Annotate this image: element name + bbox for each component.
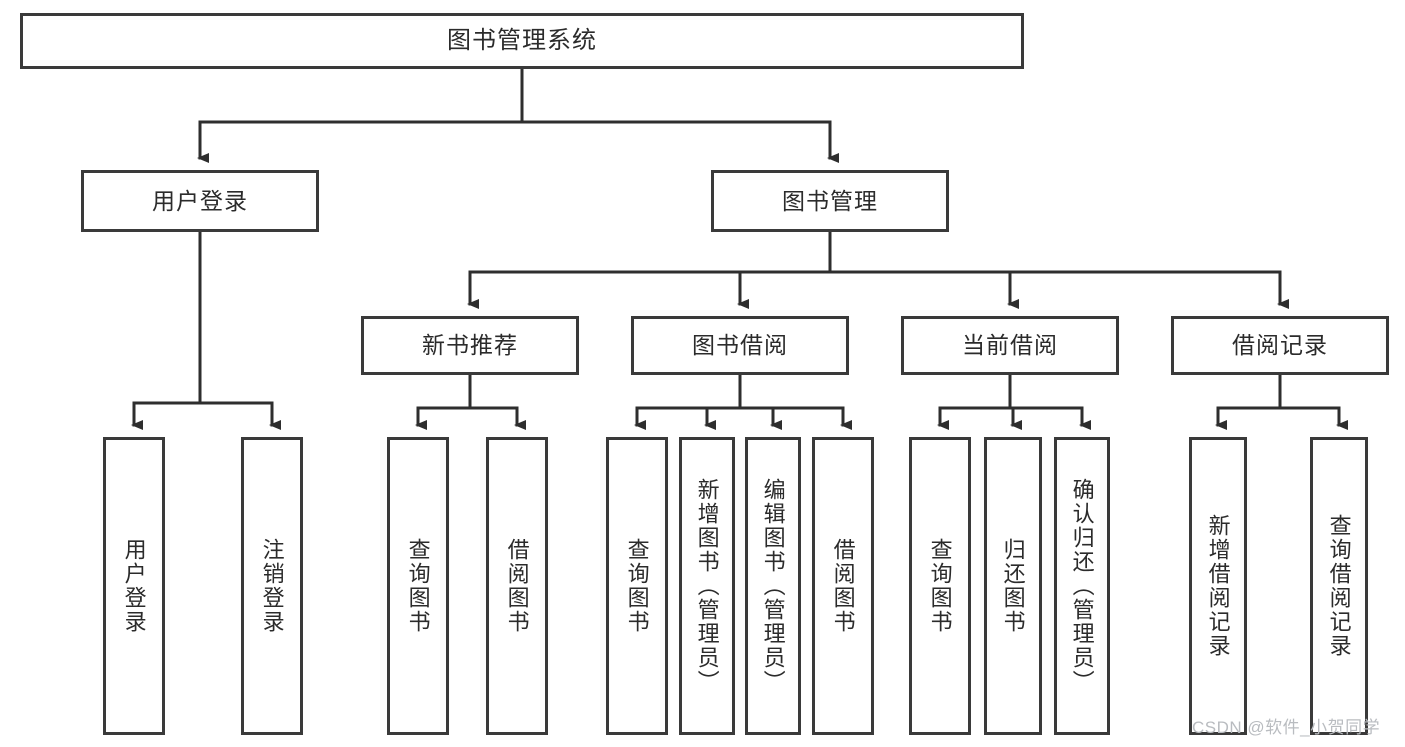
node-leaf-add-book-label: 新增图书（管理员）: [694, 478, 720, 694]
node-leaf-borrow-book-2[interactable]: 借阅图书: [812, 437, 874, 735]
node-user-login[interactable]: 用户登录: [81, 170, 319, 232]
node-leaf-add-record[interactable]: 新增借阅记录: [1189, 437, 1247, 735]
node-leaf-query-book-3[interactable]: 查询图书: [909, 437, 971, 735]
node-new-book-rec[interactable]: 新书推荐: [361, 316, 579, 375]
node-book-borrow-label: 图书借阅: [692, 332, 788, 359]
node-user-login-label: 用户登录: [152, 187, 248, 214]
node-leaf-query-record-label: 查询借阅记录: [1326, 514, 1352, 658]
watermark-text: CSDN @软件_小贺同学: [1192, 718, 1381, 737]
node-borrow-record[interactable]: 借阅记录: [1171, 316, 1389, 375]
node-book-manage-label: 图书管理: [782, 187, 878, 214]
node-leaf-borrow-book-1[interactable]: 借阅图书: [486, 437, 548, 735]
node-leaf-query-book-2[interactable]: 查询图书: [606, 437, 668, 735]
node-leaf-return-book-label: 归还图书: [1000, 538, 1026, 634]
node-new-book-rec-label: 新书推荐: [422, 332, 518, 359]
node-leaf-user-login-label: 用户登录: [121, 538, 147, 634]
node-leaf-logout-label: 注销登录: [259, 538, 285, 634]
node-root[interactable]: 图书管理系统: [20, 13, 1024, 69]
node-leaf-query-book-1-label: 查询图书: [405, 538, 431, 634]
node-borrow-record-label: 借阅记录: [1232, 332, 1328, 359]
node-leaf-user-login[interactable]: 用户登录: [103, 437, 165, 735]
node-leaf-add-book[interactable]: 新增图书（管理员）: [679, 437, 735, 735]
node-leaf-query-book-3-label: 查询图书: [927, 538, 953, 634]
node-root-label: 图书管理系统: [447, 27, 597, 55]
node-leaf-query-book-2-label: 查询图书: [624, 538, 650, 634]
node-book-borrow[interactable]: 图书借阅: [631, 316, 849, 375]
node-leaf-query-book-1[interactable]: 查询图书: [387, 437, 449, 735]
node-leaf-query-record[interactable]: 查询借阅记录: [1310, 437, 1368, 735]
node-leaf-return-book[interactable]: 归还图书: [984, 437, 1042, 735]
node-leaf-confirm-return[interactable]: 确认归还（管理员）: [1054, 437, 1110, 735]
node-current-borrow[interactable]: 当前借阅: [901, 316, 1119, 375]
node-leaf-borrow-book-1-label: 借阅图书: [504, 538, 530, 634]
node-leaf-add-record-label: 新增借阅记录: [1205, 514, 1231, 658]
node-leaf-logout[interactable]: 注销登录: [241, 437, 303, 735]
node-leaf-confirm-return-label: 确认归还（管理员）: [1069, 478, 1095, 694]
node-leaf-borrow-book-2-label: 借阅图书: [830, 538, 856, 634]
node-leaf-edit-book-label: 编辑图书（管理员）: [760, 478, 786, 694]
node-current-borrow-label: 当前借阅: [962, 332, 1058, 359]
node-book-manage[interactable]: 图书管理: [711, 170, 949, 232]
node-leaf-edit-book[interactable]: 编辑图书（管理员）: [745, 437, 801, 735]
